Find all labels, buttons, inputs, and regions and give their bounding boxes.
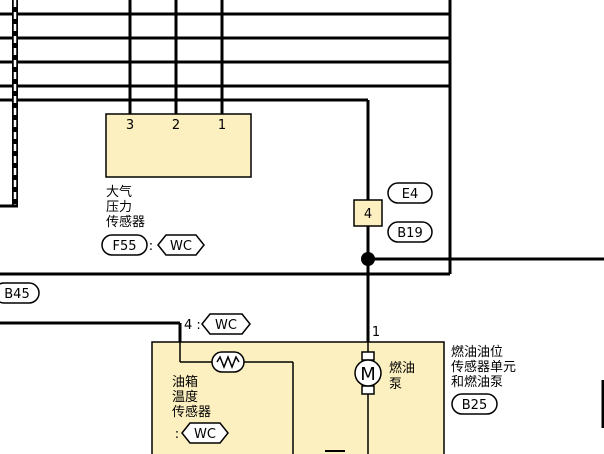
temp-pin-prefix: 4 : (184, 318, 201, 333)
splice-junction-dot (361, 252, 375, 266)
splice-connector-e4: E4 (402, 187, 419, 202)
baro-sensor-box (105, 113, 252, 178)
thermistor-icon (211, 351, 245, 373)
shield-wire (0, 0, 18, 208)
baro-pin-3: 3 (126, 118, 134, 133)
splice-connector-b19: B19 (397, 226, 422, 241)
baro-harness-badge (157, 234, 205, 256)
baro-separator: : (149, 239, 153, 254)
temp-sensor-separator: : (175, 427, 179, 442)
baro-pin-2: 2 (172, 118, 180, 133)
fuel-unit-connector-badge (451, 393, 498, 415)
fuel-unit-label-line3: 和燃油泵 (451, 374, 503, 390)
temp-pin-harness-badge (201, 313, 251, 335)
temp-sensor-label-line2: 温度 (172, 389, 198, 405)
splice-connector-badge-b19 (387, 221, 433, 243)
pump-label-line2: 泵 (389, 377, 402, 392)
baro-sensor-label-line3: 传感器 (106, 214, 145, 230)
baro-connector-id: F55 (112, 239, 136, 254)
left-connector-id: B45 (4, 287, 29, 302)
pump-pin: 1 (372, 325, 380, 340)
temp-sensor-label-line3: 传感器 (172, 404, 211, 420)
pump-label-line1: 燃油 (389, 360, 415, 376)
fuel-unit-connector-id: B25 (462, 398, 487, 413)
splice-pin: 4 (364, 207, 372, 222)
motor-icon: M (354, 351, 382, 395)
baro-pin-1: 1 (218, 118, 226, 133)
temp-sensor-harness-badge (181, 422, 229, 444)
left-connector-badge (0, 282, 40, 304)
splice-connector-badge-e4 (387, 182, 433, 204)
baro-connector-badge (101, 234, 148, 256)
fuel-unit-label-line1: 燃油油位 (451, 344, 503, 360)
motor-symbol: M (360, 364, 376, 385)
baro-sensor-label-line1: 大气 (106, 184, 132, 200)
temp-sensor-label-line1: 油箱 (172, 374, 198, 390)
baro-sensor-label-line2: 压力 (106, 200, 132, 215)
splice-connector-box (353, 199, 383, 227)
temp-pin-harness-id: WC (215, 318, 237, 333)
top-bus-wires (0, 0, 604, 342)
fuel-unit-label-line2: 传感器单元 (451, 359, 516, 375)
baro-harness-id: WC (170, 239, 192, 254)
temp-sensor-harness-id: WC (194, 427, 216, 442)
